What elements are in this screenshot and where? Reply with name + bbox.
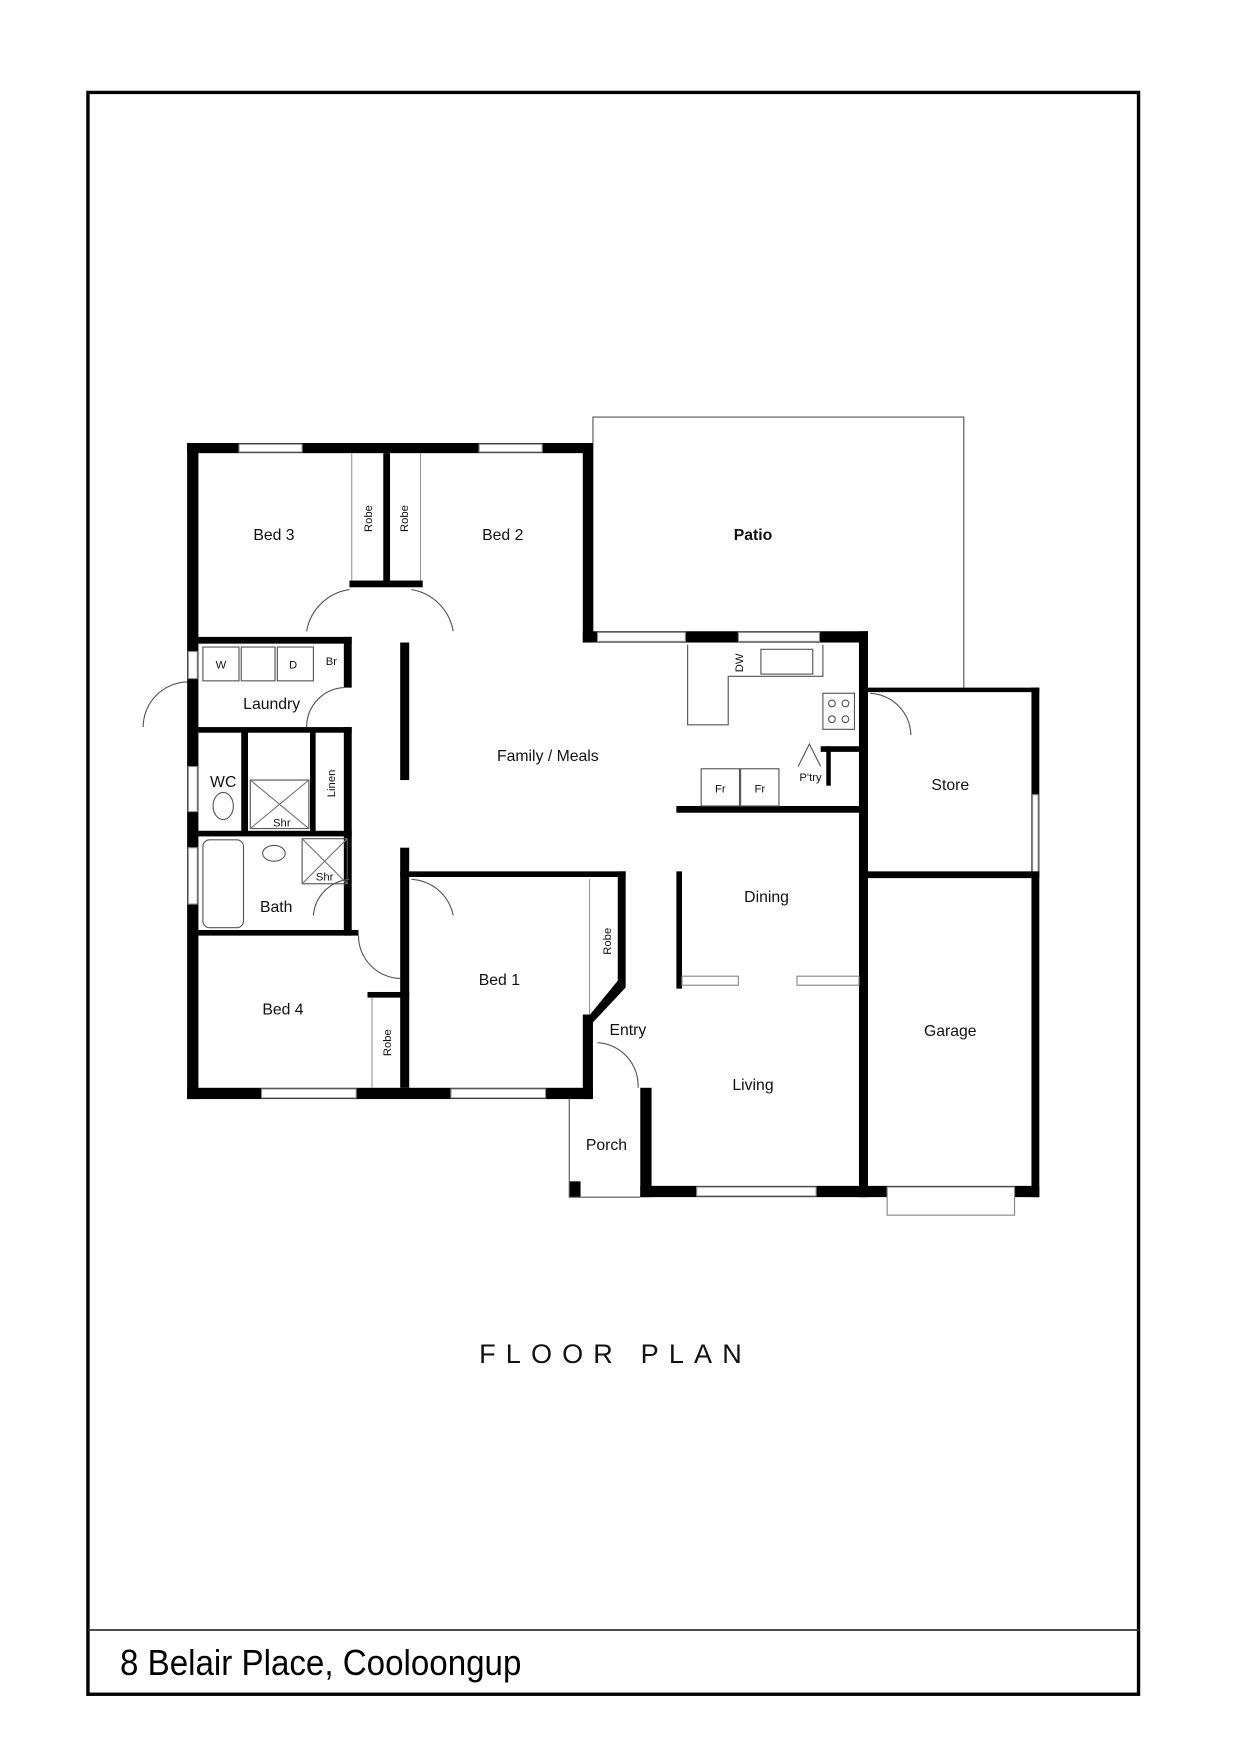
- label-bath: Bath: [260, 899, 292, 916]
- label-garage: Garage: [924, 1023, 977, 1040]
- label-patio: Patio: [734, 527, 773, 544]
- label-fridge-2: Fr: [754, 783, 765, 795]
- label-porch: Porch: [586, 1137, 627, 1154]
- label-bed4: Bed 4: [262, 1002, 303, 1019]
- property-address: 8 Belair Place, Cooloongup: [120, 1642, 522, 1683]
- label-robe-bed3: Robe: [363, 505, 375, 532]
- label-robe-bed2: Robe: [399, 505, 411, 532]
- label-robe-bed4: Robe: [382, 1029, 394, 1056]
- label-washer: W: [216, 659, 227, 671]
- label-bed1: Bed 1: [479, 972, 520, 989]
- label-bed2: Bed 2: [482, 527, 523, 544]
- label-fridge-1: Fr: [715, 783, 726, 795]
- label-wc: WC: [210, 774, 236, 791]
- patio-outline: [592, 416, 965, 688]
- label-dining: Dining: [744, 889, 789, 906]
- page-border: [86, 90, 1141, 1696]
- walls: [187, 443, 1040, 1216]
- label-entry: Entry: [609, 1022, 646, 1039]
- fixtures: [142, 588, 912, 1088]
- label-shower-2: Shr: [316, 871, 334, 883]
- label-family-meals: Family / Meals: [497, 748, 599, 765]
- label-living: Living: [732, 1077, 773, 1094]
- label-broom: Br: [326, 656, 338, 668]
- room-labels: Bed 3 Bed 2 Robe Robe Patio W D Br Laund…: [210, 505, 977, 1154]
- label-linen: Linen: [326, 770, 338, 798]
- label-bed3: Bed 3: [253, 527, 294, 544]
- plan-title: FLOOR PLAN: [479, 1339, 752, 1369]
- label-dishwasher: DW: [734, 653, 746, 672]
- label-store: Store: [931, 777, 969, 794]
- label-dryer: D: [289, 659, 297, 671]
- label-robe-bed1: Robe: [602, 928, 614, 955]
- label-laundry: Laundry: [243, 696, 300, 713]
- label-pantry: P'try: [799, 772, 822, 784]
- label-shower-1: Shr: [273, 817, 291, 829]
